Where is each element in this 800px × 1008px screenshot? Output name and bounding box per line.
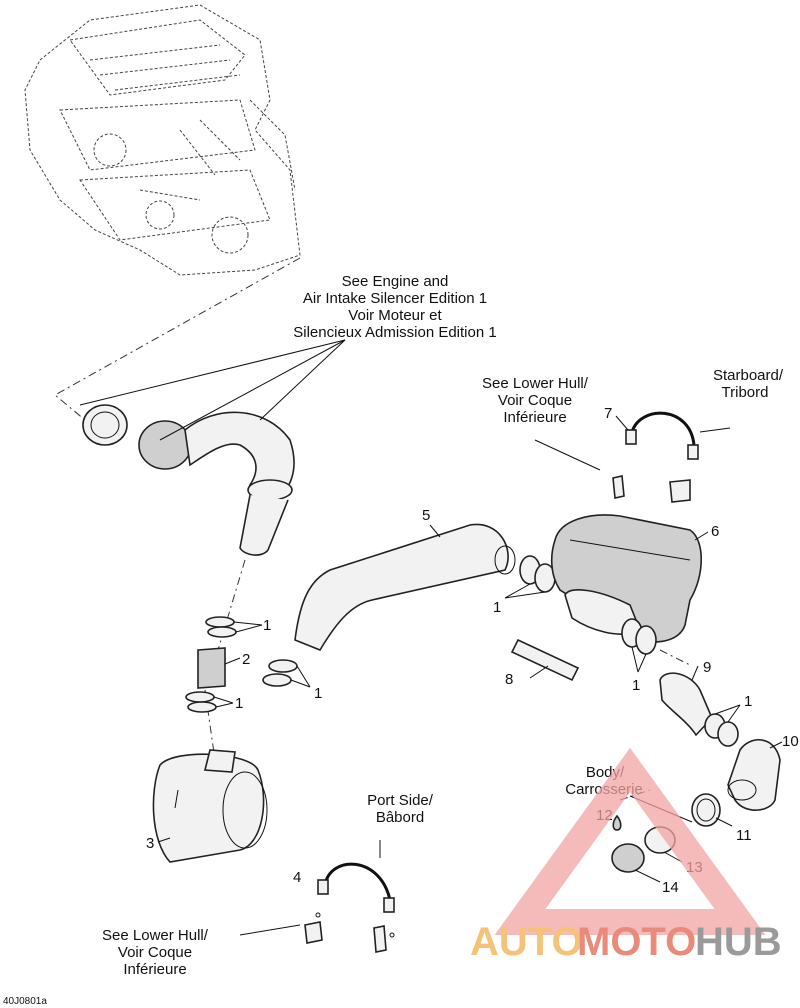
rubber-coupler	[197, 647, 226, 689]
outlet-elbow	[727, 738, 781, 811]
callout-7: 7	[604, 405, 612, 422]
callout-1-elbow: 1	[744, 693, 752, 710]
callout-3: 3	[146, 835, 154, 852]
strap-port	[323, 862, 392, 901]
starboard-line1: Starboard/	[713, 367, 784, 384]
watermark-moto: MOTO	[577, 920, 696, 964]
callout-14: 14	[662, 879, 679, 896]
callout-11: 11	[736, 827, 752, 844]
strap-starboard	[630, 411, 696, 446]
outlet-hose	[659, 672, 713, 737]
starboard-line2: Tribord	[722, 384, 769, 401]
see-lower-hull-top-line1: See Lower Hull/	[482, 375, 589, 392]
exhaust-parts	[82, 404, 781, 953]
port-side-line1: Port Side/	[367, 792, 434, 809]
watermark-triangle	[494, 747, 766, 935]
watermark-auto: AUTO	[470, 920, 583, 964]
see-lower-hull-bottom-line3: Inférieure	[123, 961, 186, 978]
upper-clamp	[82, 404, 128, 446]
see-engine-line3: Voir Moteur et	[348, 307, 442, 324]
watermark-hub: HUB	[695, 920, 782, 964]
callout-6: 6	[711, 523, 719, 540]
see-engine-line2: Air Intake Silencer Edition 1	[303, 290, 487, 307]
foam-bar	[510, 638, 580, 682]
see-lower-hull-top-line3: Inférieure	[503, 409, 566, 426]
callout-1-lower: 1	[235, 695, 243, 712]
callout-1-outlet: 1	[632, 677, 640, 694]
see-lower-hull-bottom-line1: See Lower Hull/	[102, 927, 209, 944]
callout-8: 8	[505, 671, 513, 688]
engine-illustration	[24, 4, 301, 276]
callout-leaders	[79, 339, 783, 936]
exhaust-elbow	[138, 420, 192, 470]
callout-1-upper: 1	[263, 617, 271, 634]
see-engine-line1: See Engine and	[342, 273, 449, 290]
callout-10: 10	[782, 733, 799, 750]
nut	[611, 843, 645, 873]
seal-drop	[612, 814, 622, 831]
callout-1-hose-inlet: 1	[314, 685, 322, 702]
o-ring	[691, 793, 721, 827]
exhaust-hose	[294, 523, 509, 651]
watermark: AUTO MOTO HUB	[470, 747, 782, 964]
tail-pipe	[239, 494, 289, 556]
callout-1-resonator: 1	[493, 599, 501, 616]
see-engine-line4: Silencieux Admission Edition 1	[293, 324, 496, 341]
figure-code: 40J0801a	[3, 996, 47, 1007]
port-side-line2: Bâbord	[376, 809, 424, 826]
callout-9: 9	[703, 659, 711, 676]
see-lower-hull-top-line2: Voir Coque	[498, 392, 572, 409]
see-lower-hull-bottom-line2: Voir Coque	[118, 944, 192, 961]
resonator	[550, 514, 703, 643]
callout-4: 4	[293, 869, 301, 886]
callout-5: 5	[422, 507, 430, 524]
callout-2: 2	[242, 651, 250, 668]
